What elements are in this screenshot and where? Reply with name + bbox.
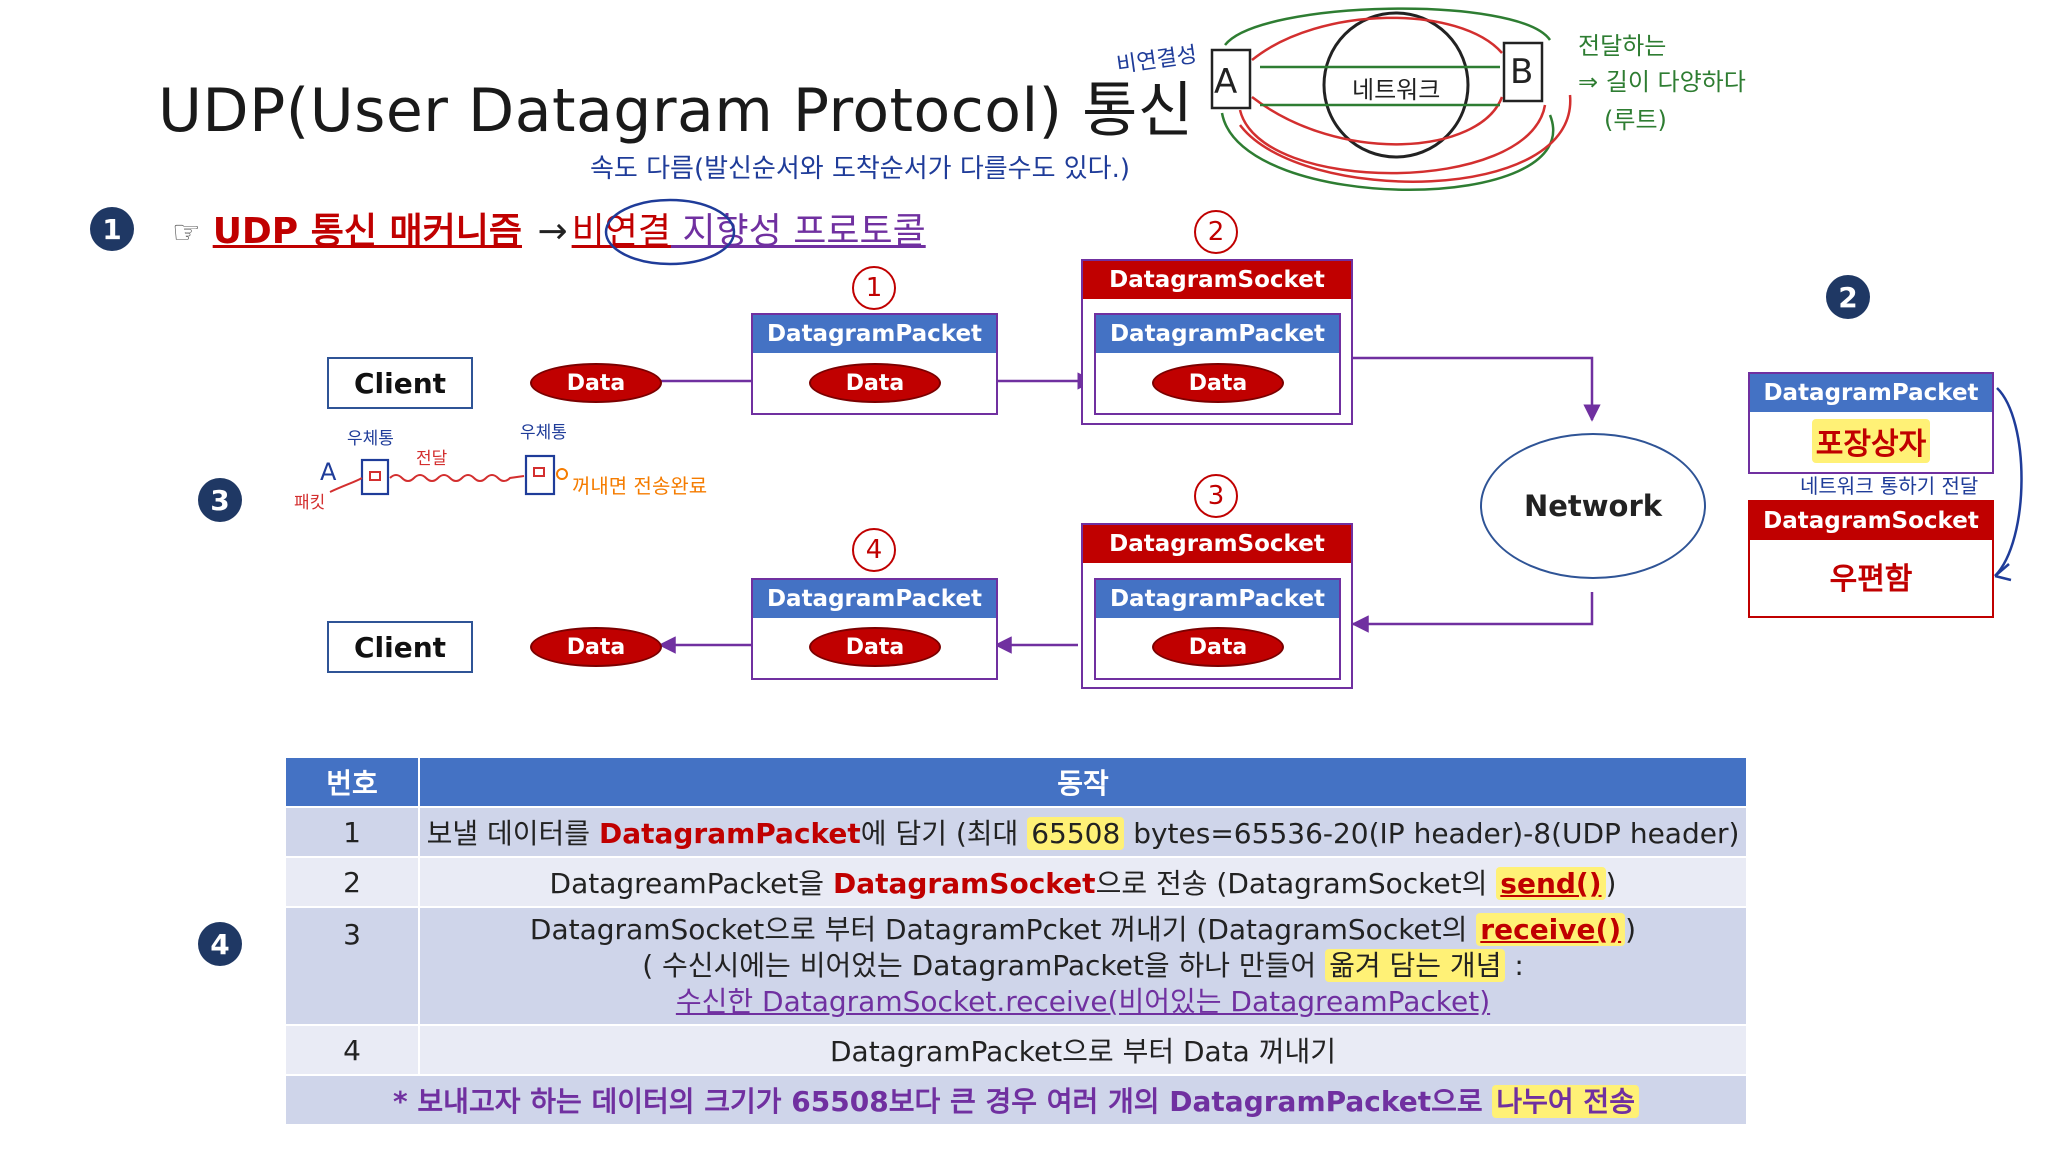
table-summary-row: * 보내고자 하는 데이터의 크기가 65508보다 큰 경우 여러 개의 Da… xyxy=(284,1074,1748,1126)
action-text: DatagramSocket으로 부터 DatagramPcket 꺼내기 (D… xyxy=(529,913,1477,946)
transfer-concept-highlight: 옮겨 담는 개념 xyxy=(1325,949,1506,982)
receive-method: receive() xyxy=(1476,913,1626,946)
network-circle xyxy=(1322,11,1470,159)
table-row: 4 DatagramPacket으로 부터 Data 꺼내기 xyxy=(284,1024,1748,1076)
row-number: 2 xyxy=(284,856,420,908)
action-text: 으로 전송 (DatagramSocket의 xyxy=(1095,867,1497,900)
section-badge-3: 3 xyxy=(198,478,242,522)
data-ellipse-1: Data xyxy=(530,363,662,403)
action-keyword: DatagramPacket xyxy=(598,817,861,850)
client-box-sender: Client xyxy=(327,357,473,409)
protocol-text: 지향성 프로토콜 xyxy=(670,211,926,252)
summary-text: * 보내고자 하는 데이터의 크기가 65508보다 큰 경우 여러 개의 Da… xyxy=(393,1085,1493,1118)
arrow-right-icon: → xyxy=(537,211,568,252)
data-ellipse-5: Data xyxy=(809,627,941,667)
action-text: ( 수신시에는 비어었는 DatagramPacket을 하나 만들어 xyxy=(642,949,1326,982)
section-badge-1: 1 xyxy=(90,207,134,251)
hw-received: 꺼내면 전송완료 xyxy=(572,474,708,498)
column-header-number: 번호 xyxy=(284,756,420,808)
packet-header: DatagramPacket xyxy=(1096,315,1339,353)
table-row: 1 보낼 데이터를 DatagramPacket에 담기 (최대 65508 b… xyxy=(284,806,1748,858)
hw-circle-connectionless xyxy=(604,198,736,266)
analogy-note: 네트워크 통하기 전달 xyxy=(1800,474,1979,498)
data-ellipse-4: Data xyxy=(530,627,662,667)
column-header-action: 동작 xyxy=(418,756,1748,808)
analogy-socket-box: DatagramSocket 우편함 xyxy=(1748,500,1994,618)
socket-meaning: 우편함 xyxy=(1829,562,1913,597)
table-row: 2 DatagreamPacket을 DatagramSocket으로 전송 (… xyxy=(284,856,1748,908)
mechanism-line: ☞ UDP 통신 매커니즘 →비연결 지향성 프로토콜 xyxy=(172,202,926,254)
step-number-4: 4 xyxy=(852,528,896,572)
hw-node-a: A xyxy=(1214,62,1238,102)
receive-example: 수신한 DatagramSocket.receive(비어있는 Datagrea… xyxy=(675,985,1491,1018)
hw-mailbox-sketch xyxy=(329,454,568,496)
mechanism-label: UDP 통신 매커니즘 xyxy=(212,211,522,252)
row-action: DatagramSocket으로 부터 DatagramPcket 꺼내기 (D… xyxy=(418,906,1748,1026)
packet-header: DatagramPacket xyxy=(1096,580,1339,618)
action-text: ) xyxy=(1625,913,1637,946)
socket-header: DatagramSocket xyxy=(1083,261,1351,299)
network-node: Network xyxy=(1480,433,1706,579)
action-text: 에 담기 (최대 xyxy=(860,817,1028,850)
packet-header: DatagramPacket xyxy=(753,315,996,353)
hw-speed-note: 속도 다름(발신순서와 도착순서가 다를수도 있다.) xyxy=(590,154,1131,184)
hw-sender: A xyxy=(320,458,337,486)
table-row: 3 DatagramSocket으로 부터 DatagramPcket 꺼내기 … xyxy=(284,906,1748,1026)
summary-highlight: 나누어 전송 xyxy=(1492,1085,1639,1118)
data-ellipse-3: Data xyxy=(1152,363,1284,403)
action-text: : xyxy=(1505,949,1524,982)
node-b-box xyxy=(1502,41,1544,103)
data-ellipse-6: Data xyxy=(1152,627,1284,667)
steps-table: 번호 동작 1 보낼 데이터를 DatagramPacket에 담기 (최대 6… xyxy=(284,756,1748,1126)
connectionless-text: 비연결 xyxy=(571,211,671,252)
section-badge-2: 2 xyxy=(1826,275,1870,319)
send-method: send() xyxy=(1496,867,1606,900)
hw-route-note-1: 전달하는 xyxy=(1578,32,1667,60)
pointing-hand-icon: ☞ xyxy=(172,213,201,251)
page-title: UDP(User Datagram Protocol) 통신 xyxy=(158,76,1194,146)
step-number-2: 2 xyxy=(1194,210,1238,254)
node-a-box xyxy=(1210,48,1252,110)
packet-meaning: 포장상자 xyxy=(1811,419,1931,463)
arrow-network-to-socket xyxy=(1351,592,1594,633)
step-number-3: 3 xyxy=(1194,474,1238,518)
datagram-packet-3: DatagramPacket xyxy=(751,578,998,680)
hw-mailbox-2: 우체통 xyxy=(520,423,567,443)
hw-network: 네트워크 xyxy=(1352,76,1441,104)
max-size-highlight: 65508 xyxy=(1027,817,1125,850)
row-action: DatagramPacket으로 부터 Data 꺼내기 xyxy=(418,1024,1748,1076)
row-number: 1 xyxy=(284,806,420,858)
analogy-socket-header: DatagramSocket xyxy=(1750,502,1992,540)
analogy-packet-header: DatagramPacket xyxy=(1750,374,1992,412)
packet-header: DatagramPacket xyxy=(753,580,996,618)
hw-node-b: B xyxy=(1510,52,1534,92)
summary-note: * 보내고자 하는 데이터의 크기가 65508보다 큰 경우 여러 개의 Da… xyxy=(284,1074,1748,1126)
data-ellipse-2: Data xyxy=(809,363,941,403)
action-keyword: DatagramSocket xyxy=(832,867,1096,900)
step-number-1: 1 xyxy=(852,266,896,310)
row-action: DatagreamPacket을 DatagramSocket으로 전송 (Da… xyxy=(418,856,1748,908)
socket-header: DatagramSocket xyxy=(1083,525,1351,563)
row-action: 보낼 데이터를 DatagramPacket에 담기 (최대 65508 byt… xyxy=(418,806,1748,858)
hw-mailbox-1: 우체통 xyxy=(347,429,394,449)
action-text: bytes=65536-20(IP header)-8(UDP header) xyxy=(1124,817,1740,850)
hw-packet: 패킷 xyxy=(294,493,326,513)
hw-route-note-3: (루트) xyxy=(1604,106,1667,134)
network-sketch xyxy=(1210,7,1572,191)
action-text: DatagreamPacket을 xyxy=(549,867,833,900)
row-number: 4 xyxy=(284,1024,420,1076)
action-text: ) xyxy=(1605,867,1617,900)
row-number: 3 xyxy=(284,906,420,1026)
analogy-curve-arrow xyxy=(1994,387,2023,582)
client-box-receiver: Client xyxy=(327,621,473,673)
hw-deliver: 전달 xyxy=(416,449,448,469)
analogy-packet-box: DatagramPacket 포장상자 xyxy=(1748,372,1994,474)
arrow-socket-to-network xyxy=(1350,356,1601,422)
hw-route-note-2: ⇒ 길이 다양하다 xyxy=(1578,68,1746,96)
section-badge-4: 4 xyxy=(198,922,242,966)
action-text: 보낼 데이터를 xyxy=(426,817,599,850)
